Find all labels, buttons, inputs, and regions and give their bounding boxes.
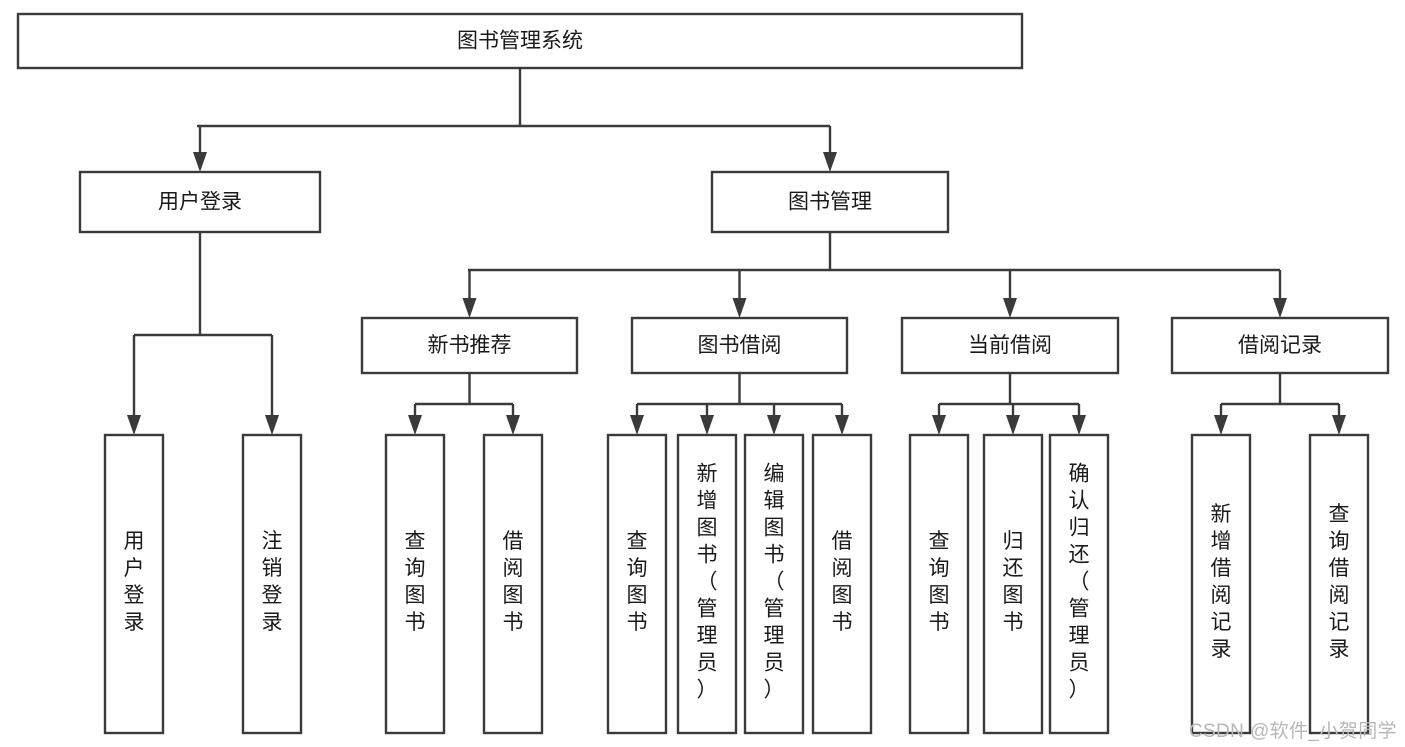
node-user-login[interactable]: 用户登录 <box>78 170 322 234</box>
arrow-head-icon <box>127 415 141 435</box>
node-leaf-confirm-return[interactable]: 确认归还（管理员） <box>1048 433 1110 735</box>
arrow-head-icon <box>408 415 422 435</box>
node-box[interactable] <box>982 433 1044 735</box>
arrow-head-icon <box>1332 415 1346 435</box>
node-label-vertical: 新增图书（管理员） <box>697 462 718 701</box>
node-book-manage[interactable]: 图书管理 <box>710 170 950 234</box>
node-box[interactable] <box>900 316 1120 375</box>
node-box[interactable] <box>103 433 165 735</box>
node-leaf-query-record[interactable]: 查询借阅记录 <box>1308 433 1370 735</box>
arrow-head-icon <box>767 415 781 435</box>
node-leaf-add-record[interactable]: 新增借阅记录 <box>1190 433 1252 735</box>
node-label: 当前借阅 <box>968 334 1052 357</box>
node-label: 借阅记录 <box>1238 334 1322 357</box>
node-label-vertical: 借阅图书 <box>503 530 524 634</box>
node-label-vertical: 借阅图书 <box>832 530 853 634</box>
node-box[interactable] <box>743 433 805 735</box>
node-current-borrow[interactable]: 当前借阅 <box>900 316 1120 375</box>
arrow-head-icon <box>506 415 520 435</box>
arrow-head-icon <box>823 152 837 172</box>
node-new-book-recommend[interactable]: 新书推荐 <box>360 316 579 375</box>
arrow-head-icon <box>1003 298 1017 318</box>
node-leaf-edit-book[interactable]: 编辑图书（管理员） <box>743 433 805 735</box>
node-label-vertical: 新增借阅记录 <box>1211 503 1232 661</box>
node-box[interactable] <box>710 170 950 234</box>
node-box[interactable] <box>1170 316 1390 375</box>
nodes-layer: 图书管理系统用户登录图书管理新书推荐图书借阅当前借阅借阅记录用户登录注销登录查询… <box>16 12 1390 735</box>
node-label-vertical: 用户登录 <box>124 530 145 634</box>
node-leaf-query-book-3[interactable]: 查询图书 <box>908 433 970 735</box>
node-box[interactable] <box>908 433 970 735</box>
node-label-vertical: 编辑图书（管理员） <box>764 462 785 701</box>
node-label-vertical: 查询图书 <box>929 530 950 634</box>
node-box[interactable] <box>1308 433 1370 735</box>
node-label-vertical: 查询图书 <box>405 530 426 634</box>
node-label-vertical: 归还图书 <box>1003 530 1024 634</box>
arrow-head-icon <box>193 152 207 172</box>
node-box[interactable] <box>811 433 873 735</box>
arrow-head-icon <box>835 415 849 435</box>
node-box[interactable] <box>606 433 668 735</box>
node-box[interactable] <box>1190 433 1252 735</box>
arrow-head-icon <box>630 415 644 435</box>
arrow-head-icon <box>1006 415 1020 435</box>
node-label-vertical: 注销登录 <box>262 530 283 634</box>
node-label: 用户登录 <box>158 191 242 214</box>
node-box[interactable] <box>241 433 303 735</box>
arrow-head-icon <box>1072 415 1086 435</box>
node-leaf-query-book-2[interactable]: 查询图书 <box>606 433 668 735</box>
arrow-head-icon <box>462 298 477 318</box>
node-leaf-user-login[interactable]: 用户登录 <box>103 433 165 735</box>
node-label-vertical: 查询借阅记录 <box>1329 503 1350 661</box>
node-label: 新书推荐 <box>428 334 512 357</box>
node-label: 图书管理系统 <box>457 30 583 53</box>
node-box[interactable] <box>1048 433 1110 735</box>
node-label-vertical: 查询图书 <box>627 530 648 634</box>
node-label-vertical: 确认归还（管理员） <box>1069 462 1090 701</box>
node-leaf-borrow-book-2[interactable]: 借阅图书 <box>811 433 873 735</box>
node-box[interactable] <box>630 316 849 375</box>
node-leaf-add-book[interactable]: 新增图书（管理员） <box>676 433 738 735</box>
connectors-layer <box>127 68 1346 435</box>
node-box[interactable] <box>482 433 544 735</box>
arrow-head-icon <box>732 298 747 318</box>
node-box[interactable] <box>78 170 322 234</box>
node-box[interactable] <box>360 316 579 375</box>
arrow-head-icon <box>932 415 946 435</box>
node-leaf-return-book[interactable]: 归还图书 <box>982 433 1044 735</box>
node-box[interactable] <box>384 433 446 735</box>
node-leaf-query-book-1[interactable]: 查询图书 <box>384 433 446 735</box>
arrow-head-icon <box>265 415 279 435</box>
node-leaf-logout[interactable]: 注销登录 <box>241 433 303 735</box>
node-book-borrow[interactable]: 图书借阅 <box>630 316 849 375</box>
arrow-head-icon <box>700 415 714 435</box>
node-label: 图书借阅 <box>698 334 782 357</box>
node-leaf-borrow-book-1[interactable]: 借阅图书 <box>482 433 544 735</box>
node-box[interactable] <box>16 12 1024 70</box>
arrow-head-icon <box>1273 298 1287 318</box>
arrow-head-icon <box>1214 415 1228 435</box>
node-label: 图书管理 <box>788 191 872 214</box>
node-box[interactable] <box>676 433 738 735</box>
node-root[interactable]: 图书管理系统 <box>16 12 1024 70</box>
node-borrow-record[interactable]: 借阅记录 <box>1170 316 1390 375</box>
